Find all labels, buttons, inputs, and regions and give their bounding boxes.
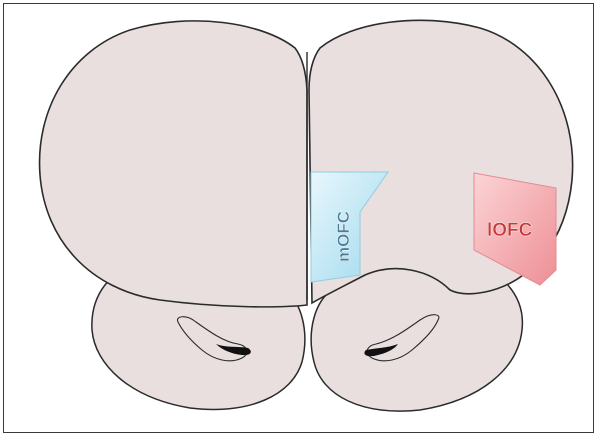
lofc-label: lOFC: [487, 220, 533, 241]
mofc-label: mOFC: [334, 211, 353, 262]
left-hemisphere: [40, 21, 307, 307]
